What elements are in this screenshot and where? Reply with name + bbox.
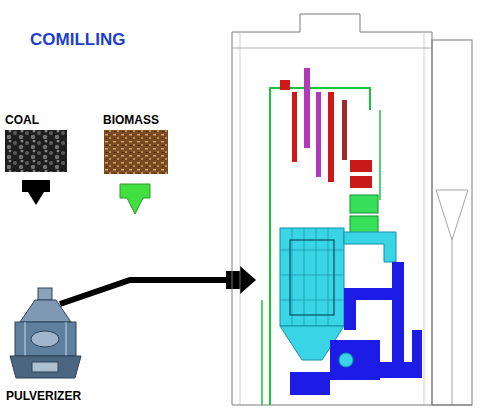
diagram-title: COMILLING (30, 30, 125, 50)
coal-feeder (22, 180, 50, 205)
boiler-drawing (232, 14, 472, 405)
node-label: BIOMASS (103, 113, 171, 127)
machine-box: PULVERIZER (6, 287, 92, 403)
biomass-feeder (120, 184, 150, 214)
source-box: BIOMASS (103, 113, 171, 175)
fuel-line (60, 280, 228, 304)
feed-arrow (226, 266, 256, 294)
node-label: PULVERIZER (6, 389, 92, 403)
biomass-image (104, 130, 168, 174)
node-label: COAL (5, 113, 69, 127)
coal-image (5, 130, 67, 172)
source-box: COAL (5, 113, 69, 173)
